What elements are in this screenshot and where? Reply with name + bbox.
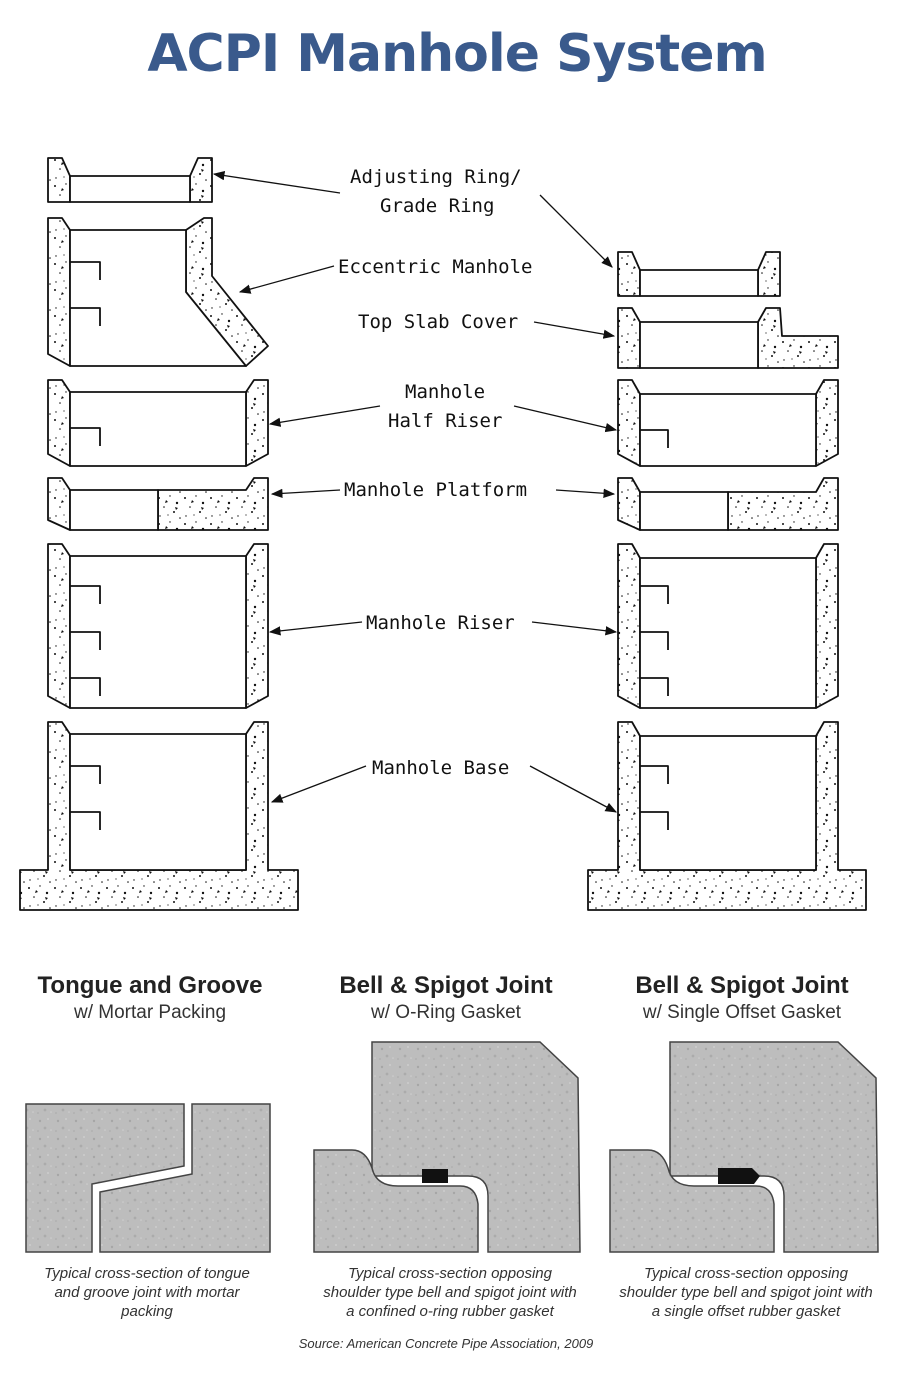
left-half-riser [47,379,269,467]
joint-2-subtitle: w/ O-Ring Gasket [370,1002,522,1023]
leader-arrows [212,170,618,813]
label-half-riser-line1: Manhole [405,381,485,403]
joint-bell-spigot-oring: Bell & Spigot Joint w/ O-Ring Gasket Typ… [313,972,581,1320]
joint-bell-spigot-offset: Bell & Spigot Joint w/ Single Offset Gas… [609,972,879,1320]
source-credit: Source: American Concrete Pipe Associati… [299,1336,594,1351]
joint-2-caption-line3: a confined o-ring rubber gasket [346,1303,554,1320]
joint-3-caption-line2: shoulder type bell and spigot joint with [619,1284,873,1301]
label-half-riser-line2: Half Riser [388,410,502,432]
left-base [19,721,299,911]
right-adjusting-ring [617,251,781,297]
right-platform [617,477,839,531]
joint-3-title: Bell & Spigot Joint [635,972,848,999]
joint-2-caption-line1: Typical cross-section opposing [348,1265,553,1282]
label-adjusting-ring-line1: Adjusting Ring/ [350,166,522,188]
oring-gasket [422,1169,448,1183]
joint-1-subtitle: w/ Mortar Packing [73,1002,226,1023]
offset-gasket [718,1168,760,1184]
joint-2-caption-line2: shoulder type bell and spigot joint with [323,1284,577,1301]
joint-2-title: Bell & Spigot Joint [339,972,552,999]
joint-1-title: Tongue and Groove [38,972,263,999]
joint-tongue-and-groove: Tongue and Groove w/ Mortar Packing Typi… [25,972,271,1320]
right-half-riser [617,379,839,467]
left-eccentric-manhole [47,217,269,367]
right-top-slab-cover [617,307,839,369]
right-riser [617,543,839,709]
label-platform: Manhole Platform [344,479,527,501]
joint-1-caption-line1: Typical cross-section of tongue [44,1265,250,1282]
joint-1-caption-line2: and groove joint with mortar [54,1284,240,1301]
label-riser: Manhole Riser [366,612,515,634]
joint-3-caption-line3: a single offset rubber gasket [652,1303,841,1320]
label-adjusting-ring-line2: Grade Ring [380,195,494,217]
left-adjusting-ring [47,157,213,203]
label-top-slab-cover: Top Slab Cover [358,311,518,333]
joint-1-caption-line3: packing [120,1303,173,1320]
label-eccentric-manhole: Eccentric Manhole [338,256,532,278]
right-base [587,721,867,911]
left-platform [47,477,269,531]
joint-3-subtitle: w/ Single Offset Gasket [642,1002,842,1023]
left-riser [47,543,269,709]
page-title: ACPI Manhole System [147,24,767,84]
joint-3-caption-line1: Typical cross-section opposing [644,1265,849,1282]
label-base: Manhole Base [372,757,509,779]
